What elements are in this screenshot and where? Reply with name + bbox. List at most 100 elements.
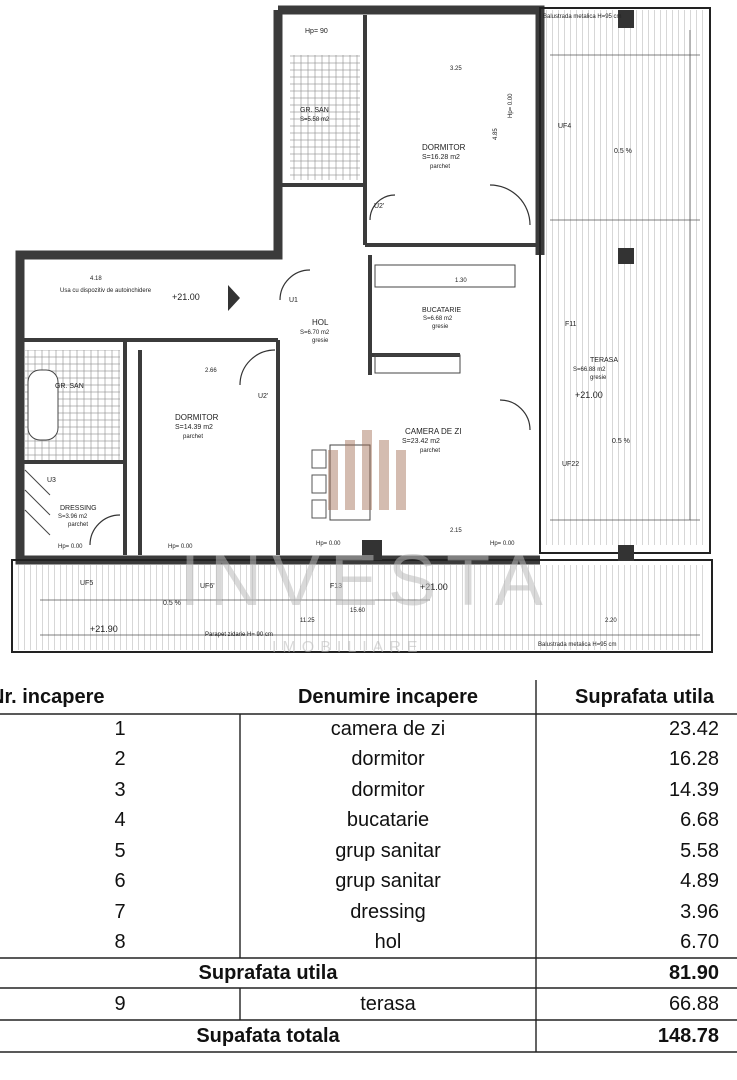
floor-plan: Balustrada metalica H=95 cm Hp= 90 GR. S… — [11, 5, 713, 656]
header-area: Suprafata utila — [575, 685, 714, 708]
row-area: 3.96 — [680, 900, 719, 923]
label-slope-b: 0.5 % — [612, 438, 630, 445]
label-uf4: UF4 — [558, 123, 571, 130]
dim-220: 2.20 — [605, 618, 617, 624]
table-row: 2 dormitor 16.28 — [0, 745, 737, 776]
table-row: 4 bucatarie 6.68 — [0, 806, 737, 837]
row-area: 4.89 — [680, 870, 719, 893]
label-hp000-c: Hp= 0.00 — [168, 544, 193, 550]
header-nr: Nr. incapere — [0, 685, 105, 708]
label-terasa-floor: gresie — [590, 375, 607, 381]
row-area: 5.58 — [680, 839, 719, 862]
dim-418: 4.18 — [90, 276, 102, 282]
terrace-deck-bottom — [15, 565, 708, 650]
watermark-brand: INVESTA — [180, 541, 553, 621]
row-nr: 4 — [114, 809, 126, 832]
terrace-name: terasa — [360, 992, 416, 1015]
label-f11: F11 — [565, 321, 577, 328]
label-dormitor-top-area: S=16.28 m2 — [422, 154, 460, 161]
total-row: Supafata totala 148.78 — [0, 1020, 737, 1052]
row-name: hol — [374, 931, 402, 954]
row-nr: 1 — [114, 717, 126, 740]
table-row: 6 grup sanitar 4.89 — [0, 867, 737, 898]
row-area: 6.70 — [680, 931, 719, 954]
label-u2-top: U2' — [374, 203, 384, 210]
row-nr: 7 — [114, 900, 126, 923]
table-row: 1 camera de zi 23.42 — [0, 714, 737, 745]
label-dormitor-left-floor: parchet — [183, 434, 203, 440]
watermark-sub: IMOBILIARE — [272, 639, 424, 656]
label-dormitor-top: DORMITOR — [422, 143, 466, 152]
label-camera-floor: parchet — [420, 448, 440, 454]
label-camera: CAMERA DE ZI — [405, 427, 461, 436]
label-hp000-b: Hp= 0.00 — [58, 544, 83, 550]
label-slope-c: 0.5 % — [163, 600, 181, 607]
label-u2-left: U2' — [258, 393, 268, 400]
dim-1560: 15.60 — [350, 608, 366, 614]
label-hp000-d: Hp= 0.00 — [316, 541, 341, 547]
row-nr: 3 — [114, 778, 126, 801]
label-dressing-area: S=3.96 m2 — [58, 514, 88, 520]
table-row: 3 dormitor 14.39 — [0, 775, 737, 806]
terrace-deck — [540, 10, 708, 545]
row-name: camera de zi — [330, 717, 446, 740]
table-row: 5 grup sanitar 5.58 — [0, 836, 737, 867]
label-parapet: Parapet zidarie H= 90 cm — [205, 632, 273, 638]
row-name: dormitor — [351, 778, 425, 801]
label-hp000-a: Hp= 0.00 — [508, 93, 514, 118]
terrace-nr: 9 — [114, 992, 126, 1015]
label-balustrada-bottom: Balustrada metalica H=95 cm — [538, 642, 617, 648]
table-row: 7 dressing 3.96 — [0, 897, 737, 928]
label-terasa-area: S=66.88 m2 — [573, 367, 606, 373]
row-nr: 8 — [114, 931, 126, 954]
label-uf5: UF5 — [80, 580, 93, 587]
table-header-row: Nr. incapere Denumire incapere Suprafata… — [0, 680, 737, 714]
label-hp000-e: Hp= 0.00 — [490, 541, 515, 547]
terrace-row: 9 terasa 66.88 — [0, 988, 737, 1020]
label-bucatarie-area: S=6.68 m2 — [423, 316, 453, 322]
room-area-table: Nr. incapere Denumire incapere Suprafata… — [0, 680, 737, 1055]
interior-walls — [20, 15, 540, 555]
label-slope-a: 0.5 % — [614, 148, 632, 155]
label-level-terasa: +21.00 — [575, 390, 603, 400]
dim-266: 2.66 — [205, 368, 217, 374]
label-gr-san-top: GR. SAN — [300, 107, 329, 114]
label-dormitor-left-area: S=14.39 m2 — [175, 424, 213, 431]
table-row: 8 hol 6.70 — [0, 928, 737, 959]
row-nr: 6 — [114, 870, 126, 893]
label-level-hall: +21.00 — [172, 292, 200, 302]
label-f13: F13 — [330, 583, 342, 590]
row-name: dormitor — [351, 748, 425, 771]
label-gr-san-left: GR. SAN — [55, 383, 84, 390]
terrace-area: 66.88 — [668, 992, 719, 1015]
row-area: 23.42 — [668, 717, 719, 740]
label-level-bottom: +21.00 — [420, 582, 448, 592]
dim-1125: 11.25 — [300, 618, 315, 624]
row-nr: 2 — [114, 748, 126, 771]
label-usa: Usa cu dispozitiv de autoinchidere — [60, 288, 152, 294]
label-u3: U3 — [47, 477, 56, 484]
label-dormitor-top-floor: parchet — [430, 164, 450, 170]
label-balustrada-top: Balustrada metalica H=95 cm — [543, 14, 622, 20]
label-hol-floor: gresie — [312, 338, 329, 344]
subtotal-row: Suprafata utila 81.90 — [0, 958, 737, 988]
brand-logo — [328, 430, 406, 510]
subtotal-area: 81.90 — [668, 961, 719, 984]
dim-485: 4.85 — [493, 128, 499, 140]
row-name: grup sanitar — [335, 839, 441, 862]
label-camera-area: S=23.42 m2 — [402, 438, 440, 445]
label-level-left: +21.90 — [90, 624, 118, 634]
row-name: dressing — [350, 900, 426, 923]
label-dressing-floor: parchet — [68, 522, 88, 528]
row-nr: 5 — [114, 839, 126, 862]
dim-215: 2.15 — [450, 528, 462, 534]
row-name: bucatarie — [346, 809, 430, 832]
label-dressing: DRESSING — [60, 505, 97, 512]
row-name: grup sanitar — [335, 870, 441, 893]
total-label: Supafata totala — [196, 1024, 340, 1047]
label-u1: U1 — [289, 297, 298, 304]
header-name: Denumire incapere — [297, 685, 479, 708]
label-gr-san-top-area: S=5.58 m2 — [300, 117, 330, 123]
label-bucatarie-floor: gresie — [432, 324, 449, 330]
label-hol: HOL — [312, 318, 329, 327]
